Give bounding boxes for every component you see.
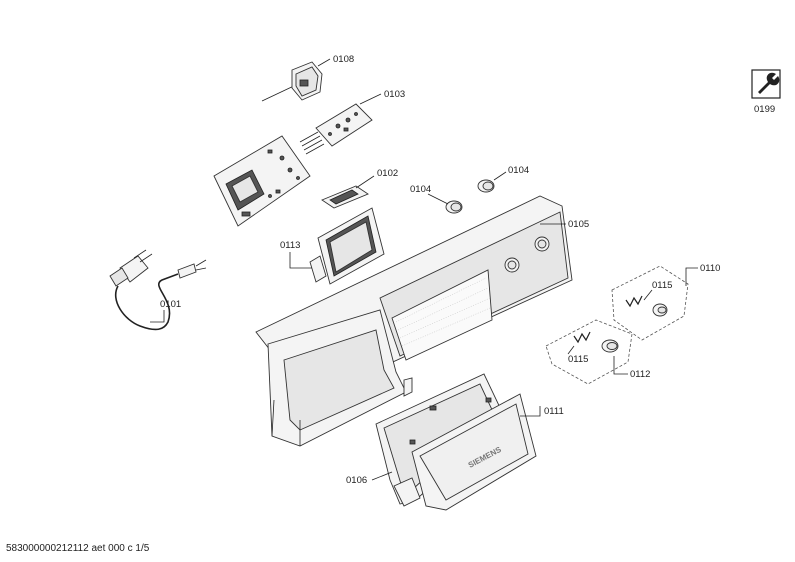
callout-0108: 0108 (333, 54, 354, 65)
callout-0110: 0110 (700, 263, 720, 274)
part-0105-control-panel[interactable] (255, 195, 573, 447)
part-0103-circuit-board[interactable] (213, 103, 373, 227)
part-0111-door-cover[interactable]: SIEMENS (411, 393, 537, 511)
part-0113-display[interactable] (309, 207, 385, 285)
callout-0102: 0102 (377, 168, 398, 179)
callout-0101: 0101 (160, 299, 181, 310)
callout-0103: 0103 (384, 89, 405, 100)
callout-0115-upper: 0115 (652, 280, 672, 291)
part-0108-module[interactable] (261, 61, 323, 102)
part-0110-assembly[interactable] (611, 265, 689, 341)
callout-0111: 0111 (544, 406, 564, 417)
wrench-tool-icon (751, 69, 781, 99)
callout-0112: 0112 (630, 369, 650, 380)
callout-0104-right: 0104 (508, 165, 529, 176)
part-0112-assembly[interactable] (545, 319, 633, 385)
document-reference: 583000000212112 aet 000 c 1/5 (6, 543, 150, 554)
part-0104-knob-right[interactable] (477, 179, 495, 193)
callout-0106: 0106 (346, 475, 367, 486)
callout-0113: 0113 (280, 240, 300, 251)
callout-0105: 0105 (568, 219, 589, 230)
part-0104-knob-left[interactable] (445, 200, 463, 214)
part-0102-small-board[interactable] (321, 185, 369, 209)
callout-0199: 0199 (754, 104, 775, 115)
part-0101-power-cord[interactable] (109, 249, 207, 331)
callout-0115-lower: 0115 (568, 354, 588, 365)
callout-0104-left: 0104 (410, 184, 431, 195)
